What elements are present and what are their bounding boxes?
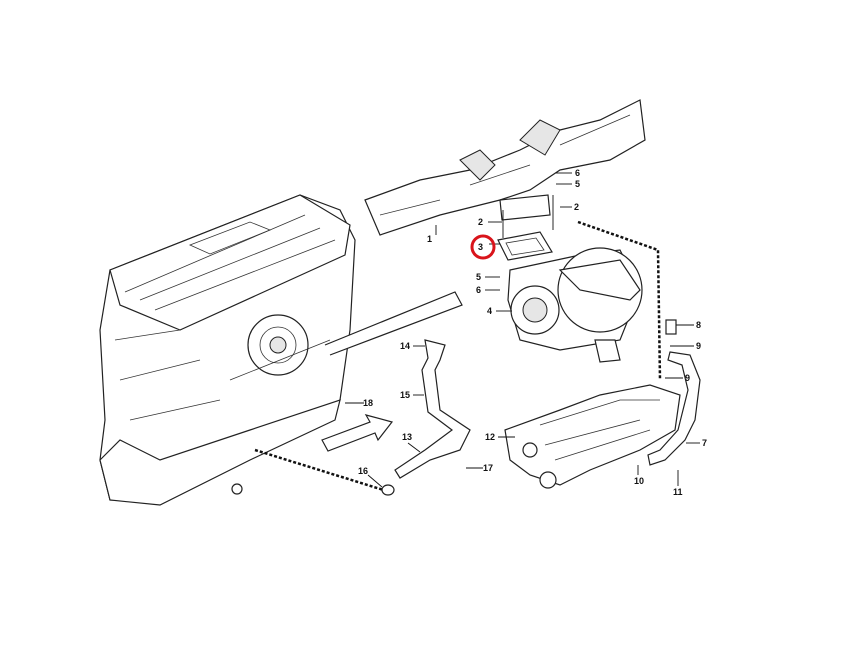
exhaust-manifold: [364, 99, 646, 236]
dotted-leader: [577, 220, 662, 381]
callout-2[interactable]: 2: [478, 217, 483, 227]
callout-5[interactable]: 5: [575, 179, 580, 189]
callout-13[interactable]: 13: [402, 432, 412, 442]
callout-6[interactable]: 6: [476, 285, 481, 295]
callout-9[interactable]: 9: [696, 341, 701, 351]
turbocharger: [507, 247, 643, 363]
oil-pipe: [394, 339, 471, 479]
callout-1[interactable]: 1: [427, 234, 432, 244]
callout-18[interactable]: 18: [363, 398, 373, 408]
callout-14[interactable]: 14: [400, 341, 410, 351]
callout-11[interactable]: 11: [673, 487, 683, 497]
highlight-circle: [470, 234, 496, 260]
callout-3[interactable]: 3: [478, 242, 483, 252]
bracket-assembly: [504, 384, 681, 489]
callout-7[interactable]: 7: [702, 438, 707, 448]
callout-10[interactable]: 10: [634, 476, 644, 486]
callout-12[interactable]: 12: [485, 432, 495, 442]
callout-9[interactable]: 9: [685, 373, 690, 383]
callout-2[interactable]: 2: [574, 202, 579, 212]
oil-return-pipe: [647, 351, 701, 466]
callout-6[interactable]: 6: [575, 168, 580, 178]
callout-5[interactable]: 5: [476, 272, 481, 282]
zoom-callout-wedge: [324, 291, 463, 356]
callout-15[interactable]: 15: [400, 390, 410, 400]
callout-16[interactable]: 16: [358, 466, 368, 476]
callout-leaders: [345, 172, 700, 488]
direction-arrow-icon: [321, 414, 394, 452]
dotted-leader: [254, 448, 391, 494]
engine-assembly: [99, 194, 356, 506]
callout-8[interactable]: 8: [696, 320, 701, 330]
callout-17[interactable]: 17: [483, 463, 493, 473]
gasket-part-3: [497, 231, 553, 261]
callout-4[interactable]: 4: [487, 306, 492, 316]
